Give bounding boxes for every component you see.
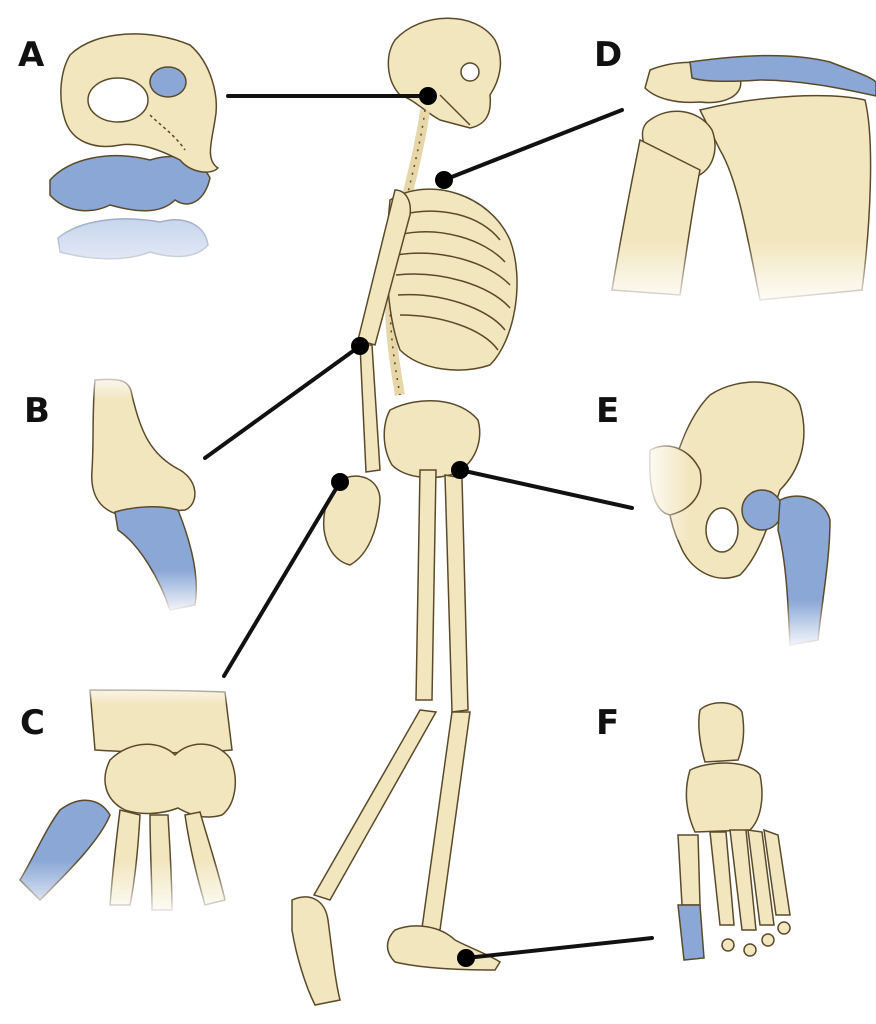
leader-lines [203, 94, 654, 960]
atlas-vertebra-icon [40, 33, 230, 305]
marker-b [351, 337, 369, 355]
marker-c [331, 473, 349, 491]
panel-label-d: D [594, 35, 623, 75]
leader-line-d [442, 108, 624, 182]
hip-joint-icon [640, 381, 850, 650]
joint-markers [331, 87, 475, 967]
panel-label-e: E [596, 391, 620, 431]
leader-line-c [222, 480, 342, 678]
panel-label-a: A [18, 35, 45, 75]
elbow-joint-icon [85, 370, 210, 615]
marker-f [457, 949, 475, 967]
marker-d [435, 171, 453, 189]
skeleton-side-view-icon [291, 17, 518, 1006]
panel-label-f: F [596, 703, 620, 743]
marker-a [419, 87, 437, 105]
foot-bones-icon [677, 702, 791, 961]
marker-e [451, 461, 469, 479]
panel-label-b: B [24, 391, 50, 431]
panel-label-c: C [20, 703, 45, 743]
shoulder-joint-icon [600, 54, 876, 310]
leader-line-e [458, 468, 634, 510]
leader-line-b [203, 344, 362, 460]
leader-line-f [464, 936, 654, 960]
wrist-joint-icon [10, 680, 240, 920]
